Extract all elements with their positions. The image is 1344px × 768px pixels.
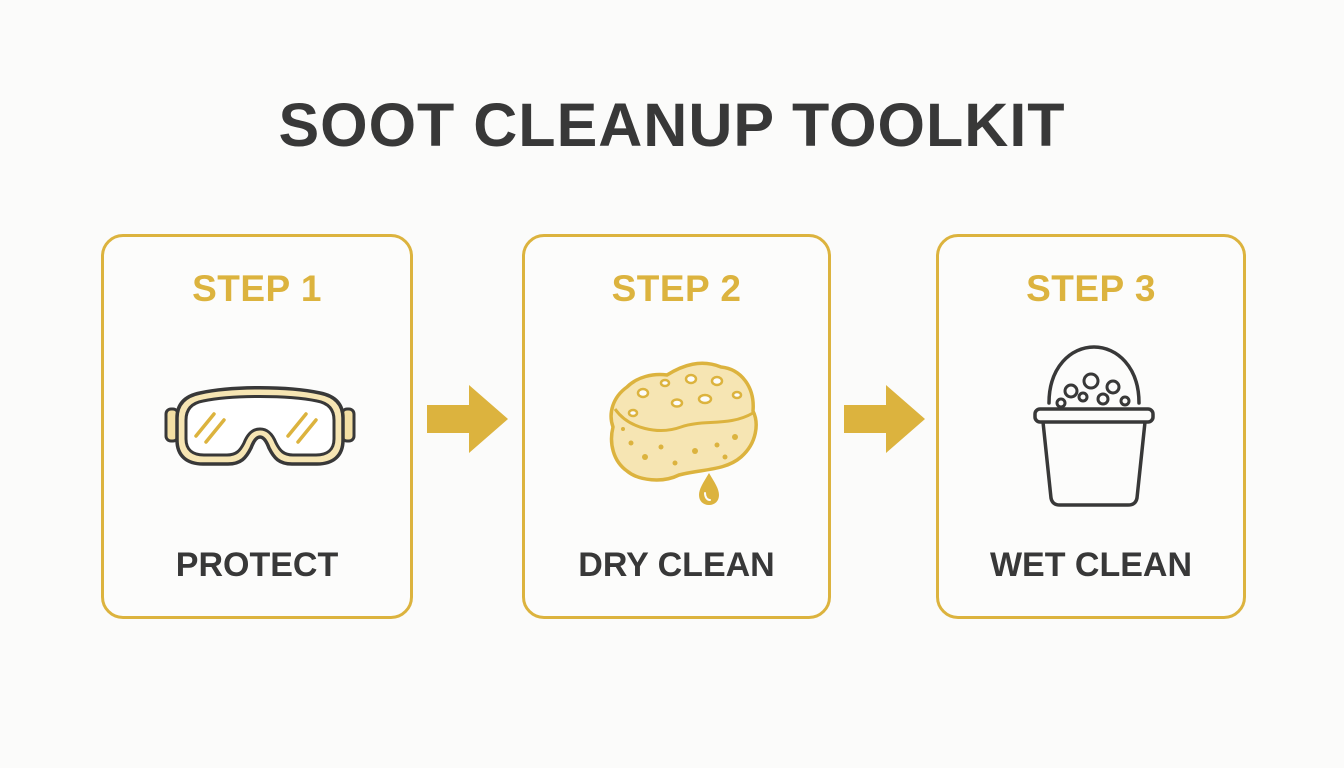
step-card-wet-clean: STEP 3 WET CLEAN — [936, 234, 1246, 619]
page-title: SOOT CLEANUP TOOLKIT — [278, 91, 1066, 159]
step-number-label: STEP 2 — [611, 268, 742, 309]
step-card-protect: STEP 1 PROTECT — [101, 234, 413, 619]
bucket-icon — [1033, 345, 1155, 507]
action-label: WET CLEAN — [989, 546, 1193, 584]
action-label: PROTECT — [175, 546, 339, 584]
action-label: DRY CLEAN — [578, 546, 775, 584]
step-card-dry-clean: STEP 2 DRY CLEAN — [522, 234, 831, 619]
sponge-icon — [609, 361, 758, 505]
step-number-label: STEP 1 — [192, 268, 322, 309]
arrow-right-icon — [844, 385, 925, 453]
goggles-icon — [164, 386, 356, 466]
step-number-label: STEP 3 — [1026, 268, 1156, 309]
arrow-right-icon — [427, 385, 508, 453]
